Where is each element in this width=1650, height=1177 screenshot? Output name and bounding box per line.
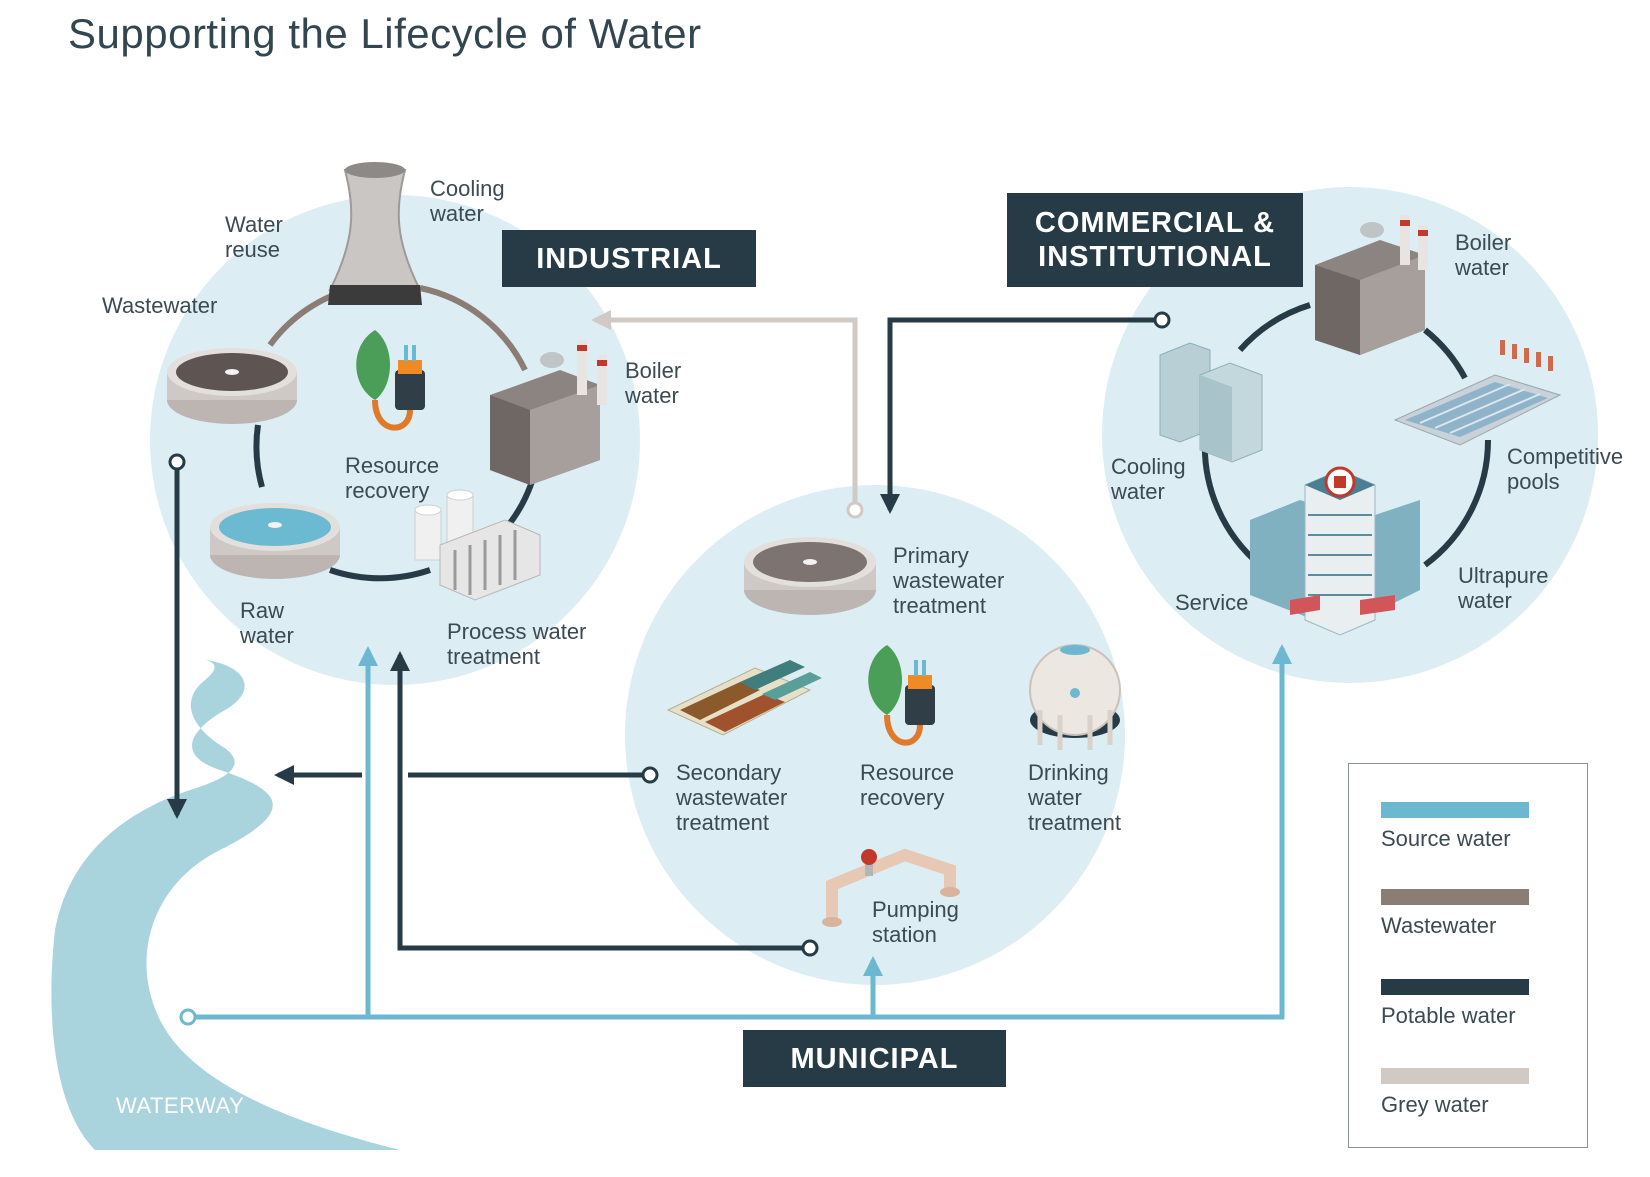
commercial-competitive-pools-label: Competitive pools — [1507, 444, 1624, 494]
hospital-icon — [1250, 466, 1420, 636]
commercial-cooling-water-label: Cooling water — [1111, 454, 1186, 504]
legend-label: Grey water — [1381, 1092, 1489, 1117]
commercial-circle — [1102, 187, 1598, 683]
municipal-primary-wastewater-treatment-label: Primary wastewater treatment — [893, 543, 1005, 618]
legend-label: Source water — [1381, 826, 1511, 851]
legend-label: Potable water — [1381, 1003, 1516, 1028]
clarifier-tank-icon — [744, 537, 876, 615]
legend-swatch — [1381, 979, 1529, 995]
pump-pipe-icon — [822, 848, 960, 927]
cooling-tower-icon — [328, 162, 422, 305]
legend-item-potable-water: Potable water — [1381, 979, 1561, 1029]
industrial-water-reuse-label: Water reuse — [225, 212, 283, 262]
legend-item-source-water: Source water — [1381, 802, 1561, 852]
industrial-cooling-water-label: Cooling water — [430, 176, 505, 226]
municipal-title: MUNICIPAL — [743, 1030, 1006, 1087]
legend-item-wastewater: Wastewater — [1381, 889, 1561, 939]
legend-label: Wastewater — [1381, 913, 1497, 938]
legend-swatch — [1381, 1068, 1529, 1084]
commercial-ultrapure-water-label: Ultrapure water — [1458, 563, 1549, 613]
municipal-resource-recovery-label: Resource recovery — [860, 760, 955, 810]
commercial-boiler-water-label: Boiler water — [1455, 230, 1512, 280]
process-treatment-icon — [414, 489, 541, 601]
commercial-title: COMMERCIAL & INSTITUTIONAL — [1007, 193, 1303, 287]
municipal-secondary-wastewater-treatment-label: Secondary wastewater treatment — [676, 760, 788, 835]
legend: Source water Wastewater Potable water Gr… — [1348, 763, 1588, 1148]
factory-icon — [1315, 215, 1428, 355]
industrial-wastewater-label: Wastewater — [102, 293, 218, 318]
water-sphere-tank-icon — [1029, 644, 1121, 750]
industrial-raw-water-label: Raw water — [240, 598, 294, 648]
municipal-drinking-water-treatment-label: Drinking water treatment — [1028, 760, 1121, 835]
municipal-circle — [625, 485, 1125, 985]
secondary-treatment-icon — [666, 660, 822, 736]
factory-icon — [490, 340, 607, 485]
legend-swatch — [1381, 889, 1529, 905]
waterway-river — [51, 660, 401, 1150]
clarifier-tank-icon — [167, 348, 297, 424]
legend-swatch — [1381, 802, 1529, 818]
industrial-resource-recovery-label: Resource recovery — [345, 453, 440, 503]
resource-recovery-icon — [356, 330, 425, 431]
resource-recovery-icon — [868, 645, 935, 746]
commercial-service-label: Service — [1175, 590, 1249, 615]
legend-item-grey-water: Grey water — [1381, 1068, 1561, 1118]
waterway-label: WATERWAY — [116, 1093, 245, 1118]
source-water-main-line — [188, 644, 1292, 1020]
raw-water-tank-icon — [210, 503, 340, 579]
page-title: Supporting the Lifecycle of Water — [68, 10, 702, 57]
municipal-pumping-station-label: Pumping station — [872, 897, 959, 947]
industrial-boiler-water-label: Boiler water — [625, 358, 682, 408]
industrial-process-water-treatment-label: Process water treatment — [447, 619, 587, 669]
pool-icon — [1393, 340, 1562, 446]
industrial-title: INDUSTRIAL — [502, 230, 756, 287]
office-building-icon — [1159, 342, 1263, 463]
